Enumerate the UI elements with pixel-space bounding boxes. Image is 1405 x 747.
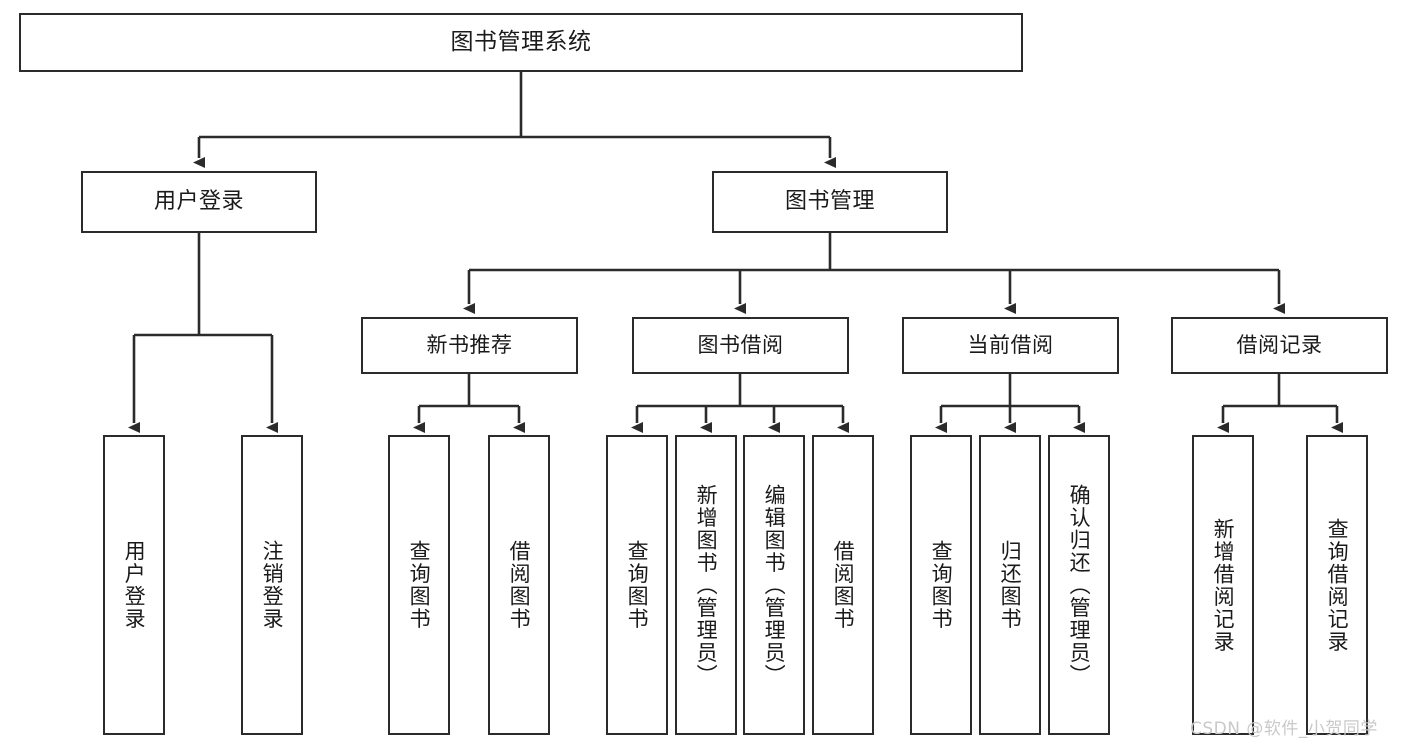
node-leaf-add-borrow-record[interactable]: 新增借阅记录 bbox=[1192, 435, 1254, 735]
node-leaf-confirm-return[interactable]: 确认归还（管理员） bbox=[1048, 435, 1110, 735]
node-label: 图书管理系统 bbox=[450, 29, 592, 56]
node-root-system[interactable]: 图书管理系统 bbox=[19, 13, 1023, 72]
node-label: 注销登录 bbox=[260, 540, 285, 630]
node-current-borrow[interactable]: 当前借阅 bbox=[902, 317, 1119, 374]
csdn-watermark: CSDN @软件_小贺同学 bbox=[1190, 719, 1378, 739]
node-label: 图书管理 bbox=[784, 188, 875, 214]
node-new-book-recommend[interactable]: 新书推荐 bbox=[361, 317, 578, 374]
node-user-login[interactable]: 用户登录 bbox=[81, 171, 317, 233]
node-leaf-add-book[interactable]: 新增图书（管理员） bbox=[675, 435, 737, 735]
node-leaf-query-book-recommend[interactable]: 查询图书 bbox=[388, 435, 450, 735]
node-leaf-user-login[interactable]: 用户登录 bbox=[103, 435, 165, 735]
node-label: 当前借阅 bbox=[967, 332, 1054, 357]
node-label: 确认归还（管理员） bbox=[1067, 483, 1092, 687]
node-borrow-record[interactable]: 借阅记录 bbox=[1171, 317, 1388, 374]
node-label: 新增图书（管理员） bbox=[694, 483, 719, 687]
node-label: 编辑图书（管理员） bbox=[762, 483, 787, 687]
node-label: 用户登录 bbox=[122, 540, 147, 630]
node-leaf-user-logout[interactable]: 注销登录 bbox=[241, 435, 303, 735]
node-label: 用户登录 bbox=[153, 188, 244, 214]
node-leaf-return-book[interactable]: 归还图书 bbox=[979, 435, 1041, 735]
node-label: 借阅记录 bbox=[1236, 332, 1323, 357]
node-leaf-query-borrow-record[interactable]: 查询借阅记录 bbox=[1306, 435, 1368, 735]
node-label: 查询图书 bbox=[929, 540, 954, 630]
node-leaf-query-book-current[interactable]: 查询图书 bbox=[910, 435, 972, 735]
node-label: 借阅图书 bbox=[831, 540, 856, 630]
node-label: 新书推荐 bbox=[426, 332, 513, 357]
node-leaf-borrow-book-recommend[interactable]: 借阅图书 bbox=[488, 435, 550, 735]
node-leaf-query-book-borrow[interactable]: 查询图书 bbox=[606, 435, 668, 735]
node-label: 查询图书 bbox=[625, 540, 650, 630]
node-book-manage[interactable]: 图书管理 bbox=[712, 171, 948, 233]
node-label: 查询借阅记录 bbox=[1325, 517, 1350, 653]
node-leaf-borrow-book[interactable]: 借阅图书 bbox=[812, 435, 874, 735]
node-label: 借阅图书 bbox=[507, 540, 532, 630]
node-leaf-edit-book[interactable]: 编辑图书（管理员） bbox=[743, 435, 805, 735]
node-label: 归还图书 bbox=[998, 540, 1023, 630]
node-book-borrow[interactable]: 图书借阅 bbox=[632, 317, 849, 374]
node-label: 图书借阅 bbox=[697, 332, 784, 357]
node-label: 查询图书 bbox=[407, 540, 432, 630]
node-label: 新增借阅记录 bbox=[1211, 517, 1236, 653]
